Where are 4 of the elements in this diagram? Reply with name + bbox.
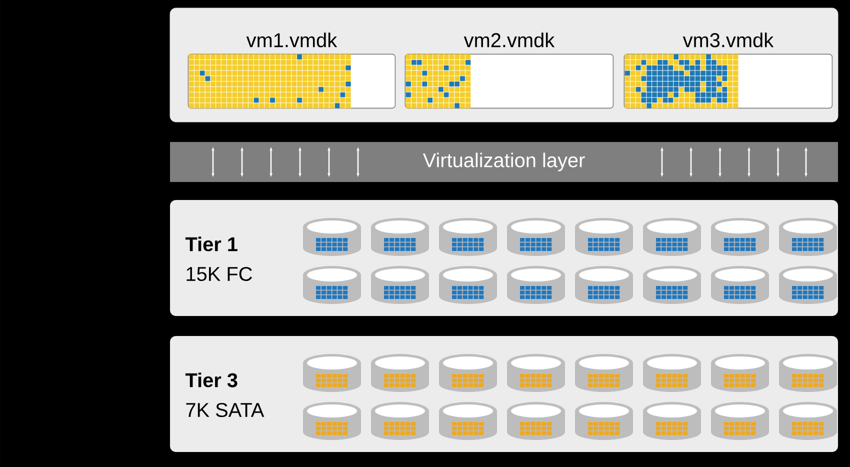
node-label: vm3.vmdk [682, 32, 774, 48]
node-label: vm1.vmdk [246, 32, 338, 48]
virtualization-band: Virtualization layer [170, 142, 838, 182]
node-label: vm2.vmdk [464, 32, 555, 48]
